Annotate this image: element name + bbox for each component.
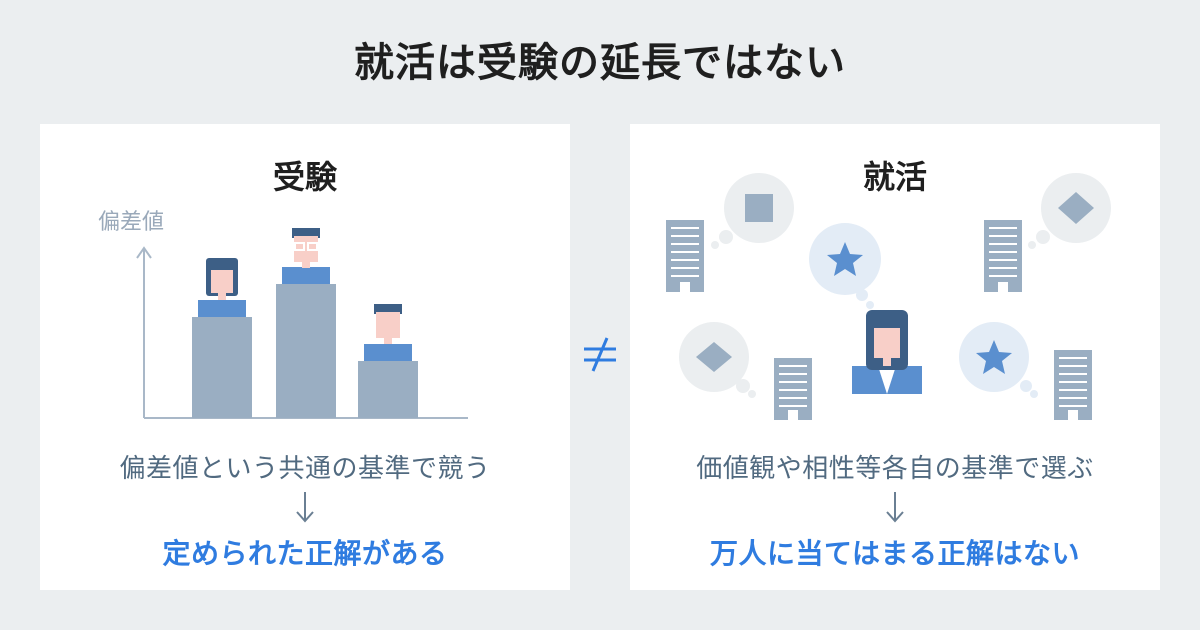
- thought-bubble-square-icon: [711, 173, 794, 249]
- thought-bubble-star-icon: [809, 223, 881, 309]
- office-building-icon: [666, 220, 704, 292]
- student-male-figure: [364, 304, 412, 361]
- score-bar-left: [192, 317, 252, 418]
- score-bar-center: [276, 284, 336, 418]
- axis-label-deviation: 偏差値: [98, 210, 165, 235]
- job-hunting-illustration: [666, 173, 1111, 420]
- exam-ranking-illustration: [136, 228, 468, 419]
- thought-bubble-diamond-icon: [1028, 173, 1111, 249]
- arrow-down-icon: [886, 492, 904, 523]
- exam-panel: 受験 偏差値: [40, 124, 570, 590]
- page-title: 就活は受験の延長ではない: [354, 40, 846, 86]
- arrow-down-icon: [296, 492, 314, 523]
- exam-heading: 受験: [272, 158, 337, 196]
- not-equal-icon: [584, 337, 616, 372]
- office-building-icon: [984, 220, 1022, 292]
- job-heading: 就活: [862, 158, 927, 196]
- job-criterion-text: 価値観や相性等各自の基準で選ぶ: [696, 454, 1094, 484]
- thought-bubble-star-icon: [959, 322, 1038, 398]
- student-female-figure: [198, 258, 246, 317]
- office-building-icon: [1054, 350, 1092, 420]
- exam-criterion-text: 偏差値という共通の基準で競う: [119, 454, 491, 484]
- exam-conclusion-text: 定められた正解がある: [162, 537, 448, 570]
- score-bar-right: [358, 361, 418, 418]
- student-glasses-figure: [282, 228, 330, 284]
- job-seeker-figure: [852, 310, 922, 394]
- job-conclusion-text: 万人に当てはまる正解はない: [710, 537, 1080, 570]
- office-building-icon: [774, 358, 812, 420]
- job-panel: 就活: [630, 124, 1160, 590]
- thought-bubble-diamond-icon: [679, 322, 756, 398]
